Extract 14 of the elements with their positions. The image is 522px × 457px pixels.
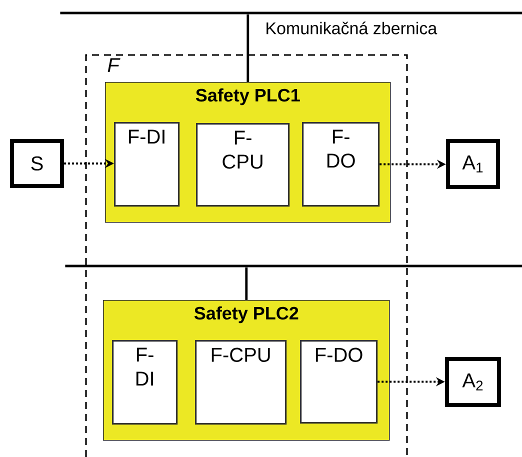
- bus-label: Komunikačná zbernica: [266, 22, 438, 34]
- device-box: A$_{2}$: [445, 356, 501, 407]
- bus-line: [65, 264, 522, 268]
- connector-line: [246, 14, 250, 82]
- device-box: A$_{1}$: [446, 139, 500, 189]
- bus-line: [60, 12, 522, 34]
- module-box: F- DI: [112, 340, 178, 425]
- module-box: F- DO: [302, 122, 380, 207]
- device-box: S: [10, 139, 64, 188]
- module-box: F-DI: [114, 122, 180, 207]
- module-box: F- CPU: [196, 123, 290, 207]
- module-box: F-DO: [300, 340, 378, 424]
- module-box: F-CPU: [195, 340, 287, 425]
- connector-line: [245, 268, 248, 300]
